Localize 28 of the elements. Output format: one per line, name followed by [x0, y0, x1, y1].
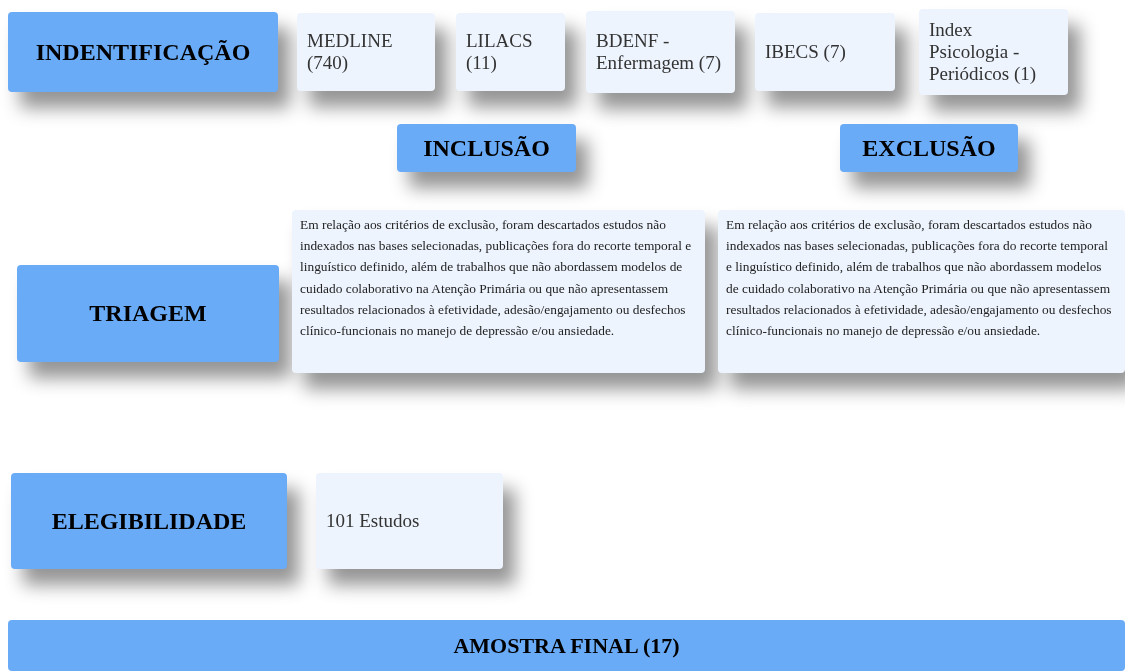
stage-label: ELEGIBILIDADE: [51, 507, 247, 535]
database-box: [456, 13, 565, 91]
database-box: [297, 13, 435, 91]
stage-box: [17, 265, 279, 362]
criteria-box: [718, 210, 1125, 373]
criteria-box: [292, 210, 705, 373]
heading-box: [397, 124, 576, 172]
heading-label: INCLUSÃO: [423, 134, 550, 162]
final-sample-box: [8, 620, 1125, 671]
database-box: [586, 11, 735, 93]
database-box: [755, 13, 895, 91]
stage-label: INDENTIFICAÇÃO: [35, 38, 251, 66]
item-label: 101 Estudos: [326, 510, 420, 532]
criteria-text: Em relação aos critérios de exclusão, foram descartados estudos não indexados nas bases selecionadas, publicações fora do recorte temporal e linguístico definido, além de trabalhos que não abordassem modelos de cuidado colaborativo na Atenção Primária ou que não apresentassem resultados relacionados à efetividade, adesão/engajamento ou desfechos clínico-funcionais no manejo de depressão e/ou ansiedade.: [300, 216, 693, 340]
heading-label: EXCLUSÃO: [862, 134, 996, 162]
item-label: BDENF - Enfermagem (7): [596, 30, 723, 74]
item-label: LILACS (11): [466, 30, 534, 74]
item-label: IBECS (7): [765, 41, 846, 63]
item-label: Index Psicologia - Periódicos (1): [929, 19, 1038, 85]
criteria-text: Em relação aos critérios de exclusão, foram descartados estudos não indexados nas bases selecionadas, publicações fora do recorte temporal e linguístico definido, além de trabalhos que não abordassem modelos de cuidado colaborativo na Atenção Primária ou que não apresentassem resultados relacionados à efetividade, adesão/engajamento ou desfechos clínico-funcionais no manejo de depressão e/ou ansiedade.: [726, 216, 1113, 340]
stage-box: [8, 12, 278, 92]
database-box: [919, 9, 1068, 95]
final-sample-label: AMOSTRA FINAL (17): [453, 632, 680, 659]
database-box: [316, 473, 503, 569]
stage-label: TRIAGEM: [89, 300, 207, 327]
stage-box: [11, 473, 287, 569]
item-label: MEDLINE (740): [307, 30, 394, 74]
heading-box: [840, 124, 1018, 172]
